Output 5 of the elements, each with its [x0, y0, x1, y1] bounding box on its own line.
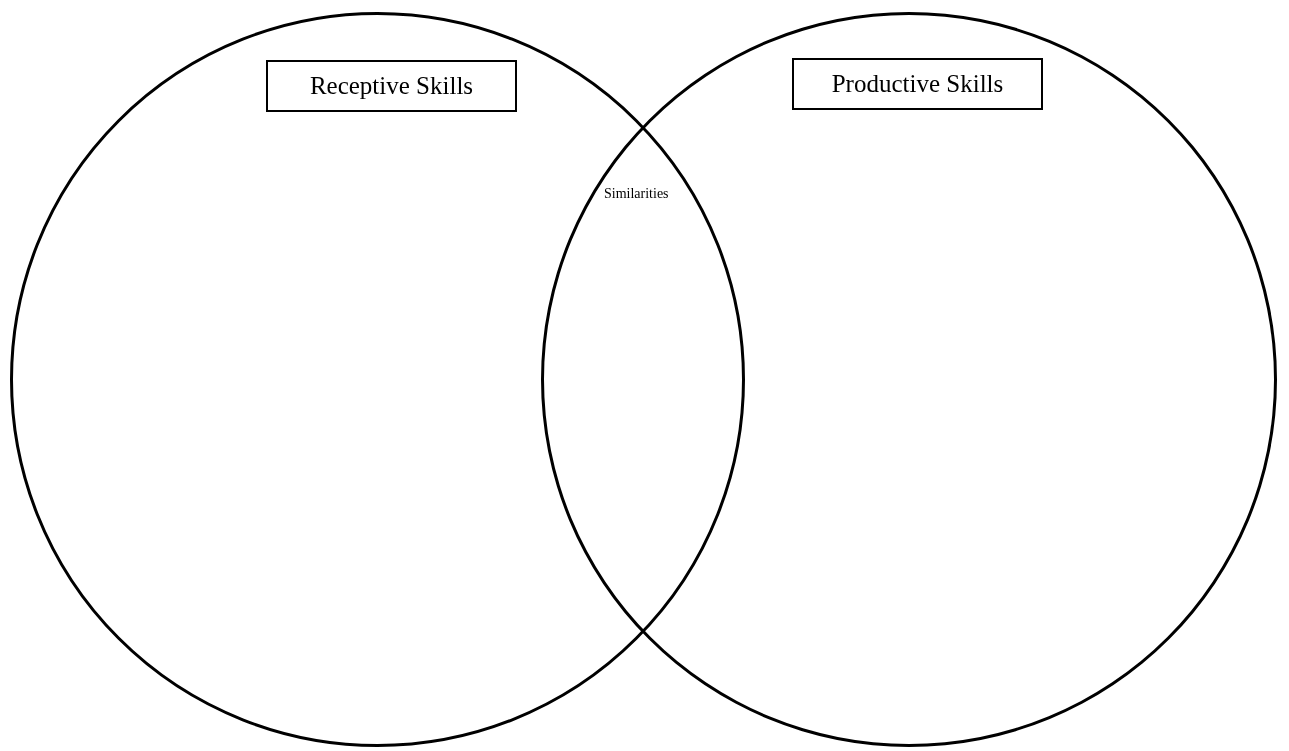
- heading-box: Receptive Skills: [266, 60, 517, 112]
- venn-circle: [10, 12, 745, 747]
- heading-box: Productive Skills: [792, 58, 1043, 110]
- region-label: Similarities: [604, 186, 669, 202]
- venn-circle: [541, 12, 1277, 747]
